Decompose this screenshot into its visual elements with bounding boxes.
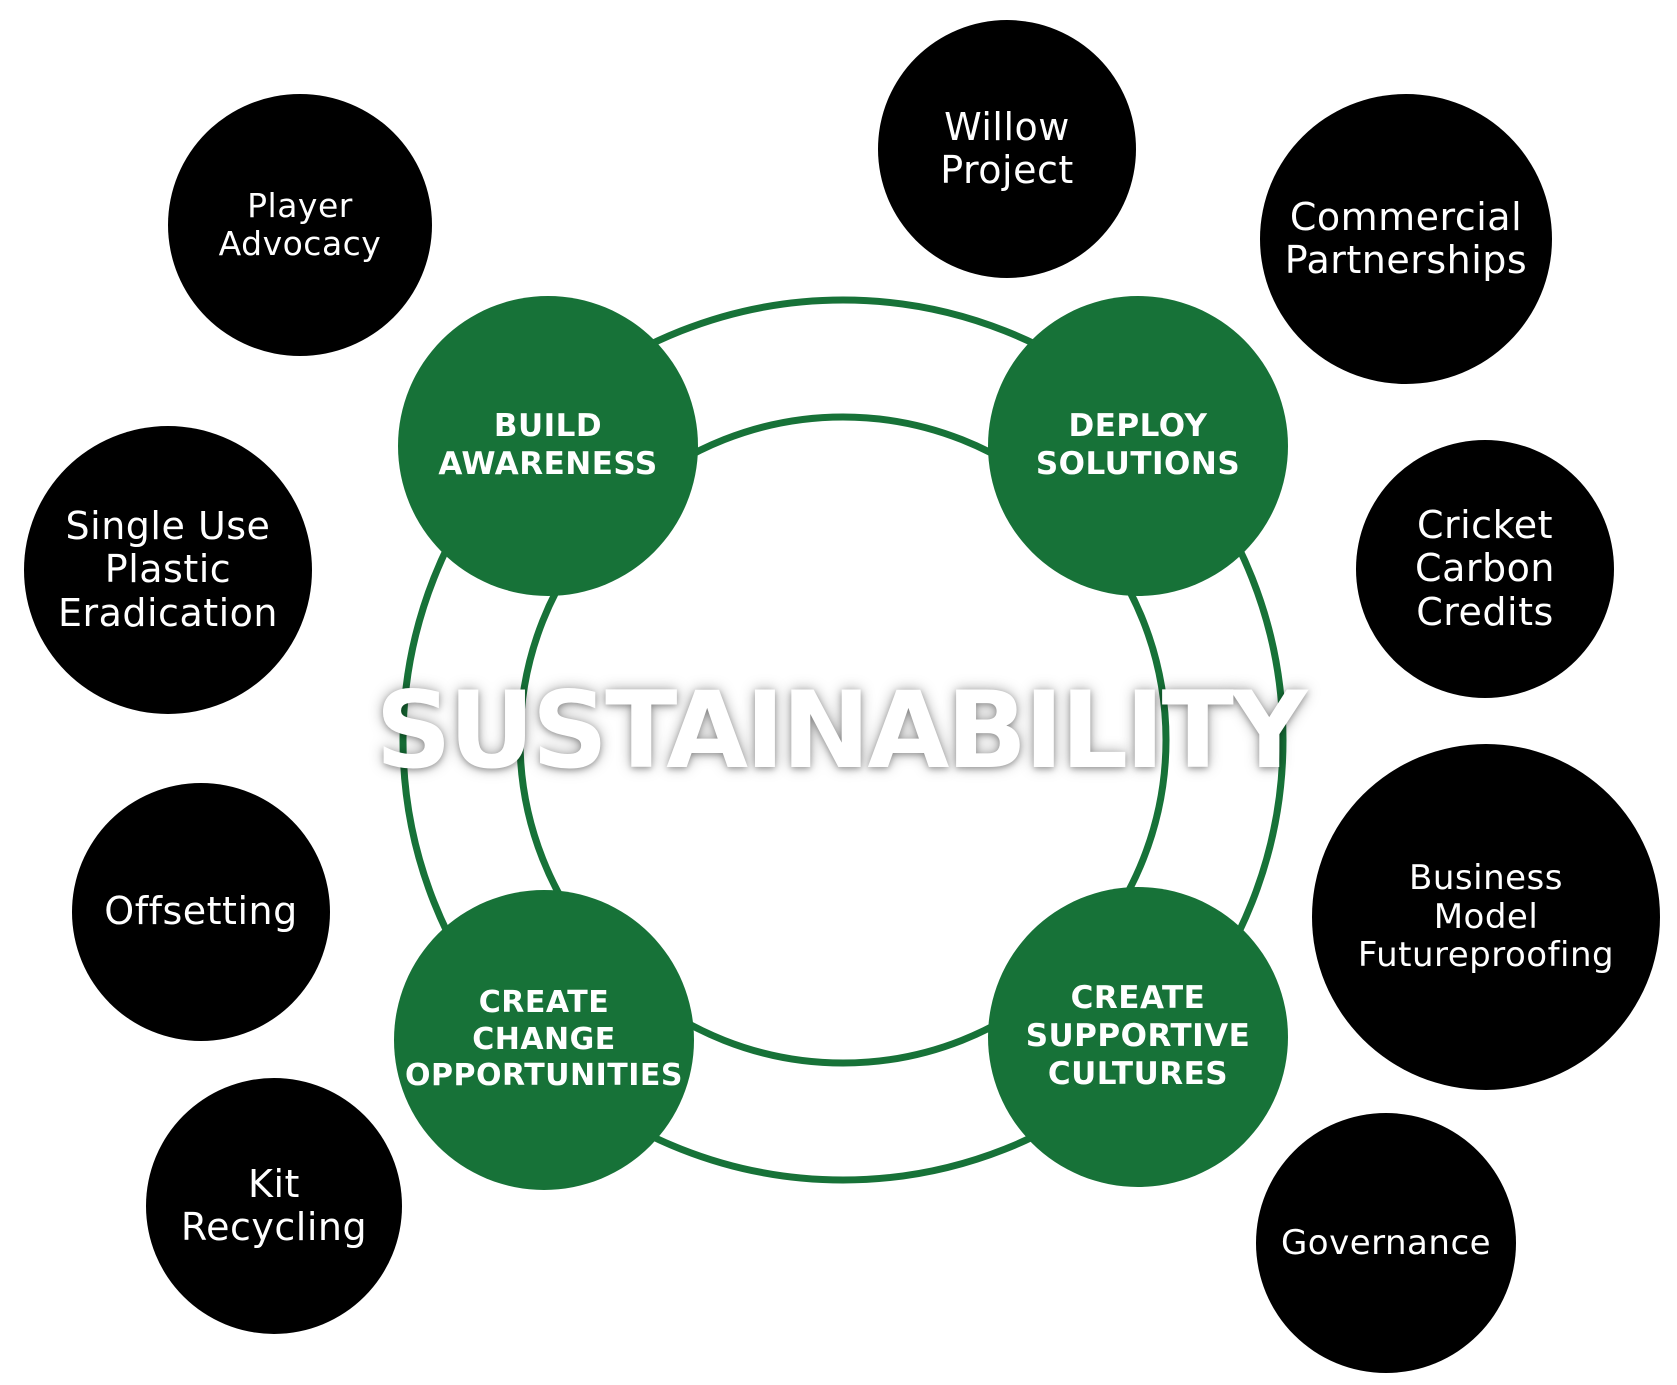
stage-label: CREATE CHANGE OPPORTUNITIES xyxy=(404,985,684,1094)
initiative-label: Willow Project xyxy=(940,104,1074,192)
initiative-label: Commercial Partnerships xyxy=(1284,194,1528,282)
stage-deploy-solutions: DEPLOY SOLUTIONS xyxy=(988,296,1288,596)
initiative-single-use-plastic-eradication: Single Use Plastic Eradication xyxy=(24,426,312,714)
initiative-label: Governance xyxy=(1280,1222,1492,1263)
initiative-kit-recycling: Kit Recycling xyxy=(146,1078,402,1334)
initiative-label: Business Model Futureproofing xyxy=(1357,857,1615,976)
initiative-business-model-futureproofing: Business Model Futureproofing xyxy=(1312,744,1660,1090)
initiative-label: Offsetting xyxy=(104,889,298,934)
stage-label: DEPLOY SOLUTIONS xyxy=(1035,408,1241,482)
diagram-title: SUSTAINABILITY xyxy=(375,668,1307,792)
outer-ring xyxy=(399,296,1287,1184)
initiative-cricket-carbon-credits: Cricket Carbon Credits xyxy=(1356,440,1614,698)
initiative-governance: Governance xyxy=(1256,1113,1516,1373)
initiative-offsetting: Offsetting xyxy=(72,783,330,1041)
stage-label: BUILD AWARENESS xyxy=(438,408,658,482)
stage-label: CREATE SUPPORTIVE CULTURES xyxy=(1025,980,1251,1092)
stage-create-supportive-cultures: CREATE SUPPORTIVE CULTURES xyxy=(988,887,1288,1187)
stage-build-awareness: BUILD AWARENESS xyxy=(398,296,698,596)
inner-ring xyxy=(516,413,1170,1067)
initiative-player-advocacy: Player Advocacy xyxy=(168,94,432,356)
initiative-willow-project: Willow Project xyxy=(878,20,1136,278)
initiative-commercial-partnerships: Commercial Partnerships xyxy=(1260,94,1552,384)
initiative-label: Cricket Carbon Credits xyxy=(1415,503,1555,634)
initiative-label: Player Advocacy xyxy=(218,186,382,263)
stage-create-change-opportunities: CREATE CHANGE OPPORTUNITIES xyxy=(394,890,694,1190)
initiative-label: Single Use Plastic Eradication xyxy=(57,504,279,635)
initiative-label: Kit Recycling xyxy=(180,1161,368,1249)
